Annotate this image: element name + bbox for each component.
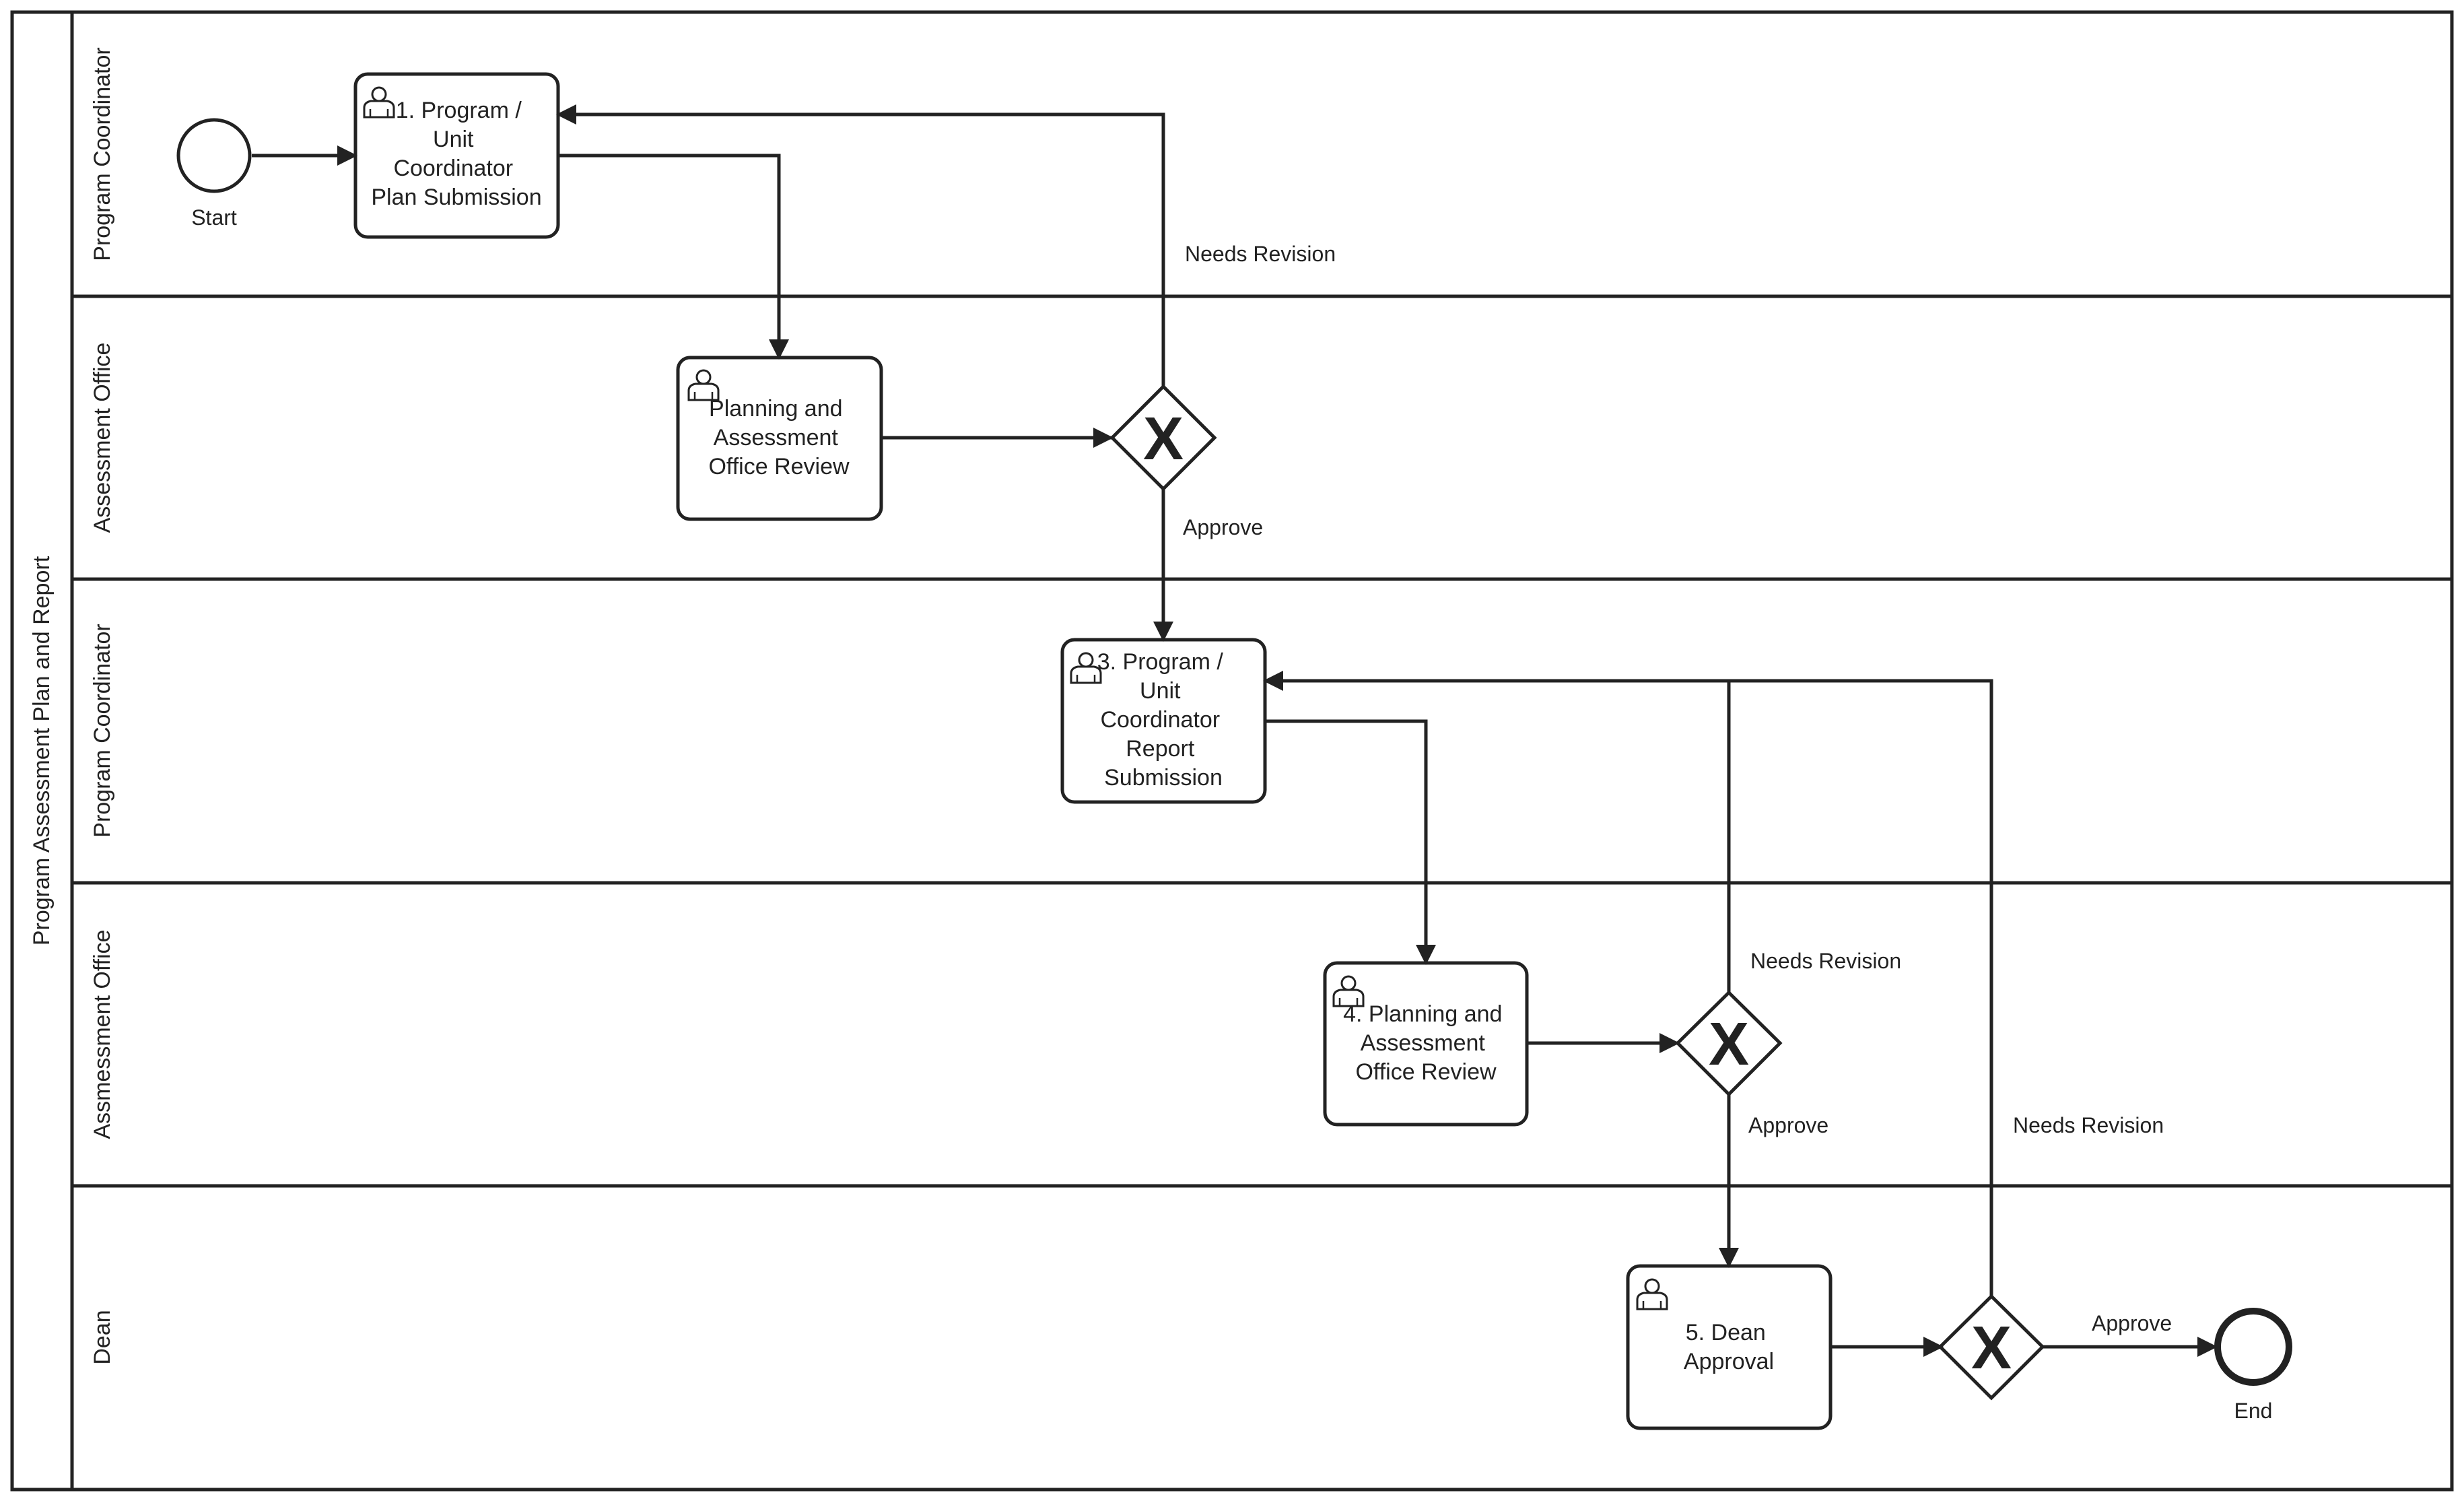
task-4-line-3: Office Review	[1355, 1059, 1497, 1085]
task-5-line-2: Approval	[1684, 1349, 1774, 1374]
pool-title: Program Assessment Plan and Report	[29, 556, 55, 945]
task-2-planning-assessment-review[interactable]: Planning and Assessment Office Review	[676, 356, 883, 521]
flow-task3-to-task4[interactable]	[1265, 719, 1436, 965]
flow-task1-to-task2[interactable]	[558, 154, 789, 360]
end-event-label: End	[2234, 1399, 2273, 1423]
task-1-plan-submission[interactable]: 1. Program / Unit Coordinator Plan Submi…	[353, 72, 560, 239]
svg-text:3. Program / Unit: 3. Program / Unit Coordinator Report Sub…	[1097, 649, 1230, 791]
task-2-line-2: Assessment	[714, 425, 839, 451]
task-4-planning-assessment-review[interactable]: 4. Planning and Assessment Office Review	[1323, 961, 1529, 1127]
task-3-report-submission[interactable]: 3. Program / Unit Coordinator Report Sub…	[1060, 638, 1267, 804]
gateway-2-x-icon: X	[1709, 1011, 1749, 1078]
task-3-line-5: Submission	[1104, 765, 1223, 791]
user-icon	[363, 86, 395, 119]
task-5-dean-approval[interactable]: 5. Dean Approval	[1626, 1264, 1833, 1430]
user-icon	[1070, 651, 1102, 684]
flow-gateway1-revise[interactable]	[556, 104, 1165, 387]
flow-label-approve-3: Approve	[2092, 1311, 2172, 1335]
task-3-line-4: Report	[1126, 736, 1195, 762]
task-4-line-1: 4. Planning and	[1343, 1001, 1502, 1027]
svg-text:Planning and Assessment: Planning and Assessment Office Review	[708, 396, 850, 479]
task-4-line-2: Assessment	[1361, 1030, 1486, 1056]
flow-gateway2-revise[interactable]	[1263, 671, 1731, 993]
task-1-line-4: Plan Submission	[371, 185, 541, 210]
task-5-line-1: 5. Dean	[1686, 1320, 1766, 1345]
sequence-flows	[252, 104, 2218, 1357]
task-2-line-3: Office Review	[708, 454, 850, 479]
flow-gateway3-revise[interactable]	[1729, 679, 1993, 1296]
task-1-line-1: 1. Program /	[396, 98, 522, 123]
lane-title-assessment-office-2: Assmessment Office	[90, 929, 115, 1139]
gateway-3-x-icon: X	[1971, 1314, 2012, 1382]
exclusive-gateway-2[interactable]: X	[1675, 990, 1783, 1097]
lane-title-dean: Dean	[90, 1310, 115, 1364]
flow-label-approve-2: Approve	[1748, 1113, 1828, 1137]
exclusive-gateway-3[interactable]: X	[1938, 1294, 2045, 1401]
svg-text:5. Dean Approval: 5. Dean Approval	[1684, 1320, 1774, 1374]
svg-text:1. Program / Unit: 1. Program / Unit Coordinator Plan Submi…	[371, 98, 541, 210]
lane-title-assessment-office-1: Assessment Office	[90, 343, 115, 533]
task-3-line-1: 3. Program /	[1097, 649, 1224, 675]
gateway-1-x-icon: X	[1143, 405, 1184, 473]
flow-label-needs-revision-1: Needs Revision	[1185, 242, 1336, 266]
start-event[interactable]	[176, 118, 252, 193]
svg-text:4. Planning and Assessme: 4. Planning and Assessment Office Review	[1343, 1001, 1509, 1085]
pool: Program Assessment Plan and Report	[10, 10, 2454, 1492]
exclusive-gateway-1[interactable]: X	[1109, 384, 1217, 492]
task-1-line-2: Unit	[433, 127, 474, 152]
start-event-label: Start	[191, 205, 237, 230]
flow-label-approve-1: Approve	[1183, 515, 1263, 539]
task-2-line-1: Planning and	[709, 396, 843, 422]
lane-title-program-coordinator-1: Program Coordinator	[90, 47, 115, 261]
user-icon	[1636, 1277, 1668, 1310]
task-3-line-2: Unit	[1140, 678, 1181, 704]
lane-dividers	[72, 294, 2452, 1188]
lane-title-program-coordinator-2: Program Coordinator	[90, 624, 115, 837]
flow-label-needs-revision-2: Needs Revision	[1750, 949, 1901, 973]
task-3-line-3: Coordinator	[1100, 707, 1220, 733]
flow-label-needs-revision-3: Needs Revision	[2013, 1113, 2164, 1137]
end-event[interactable]	[2214, 1308, 2292, 1386]
task-1-line-3: Coordinator	[393, 156, 513, 181]
